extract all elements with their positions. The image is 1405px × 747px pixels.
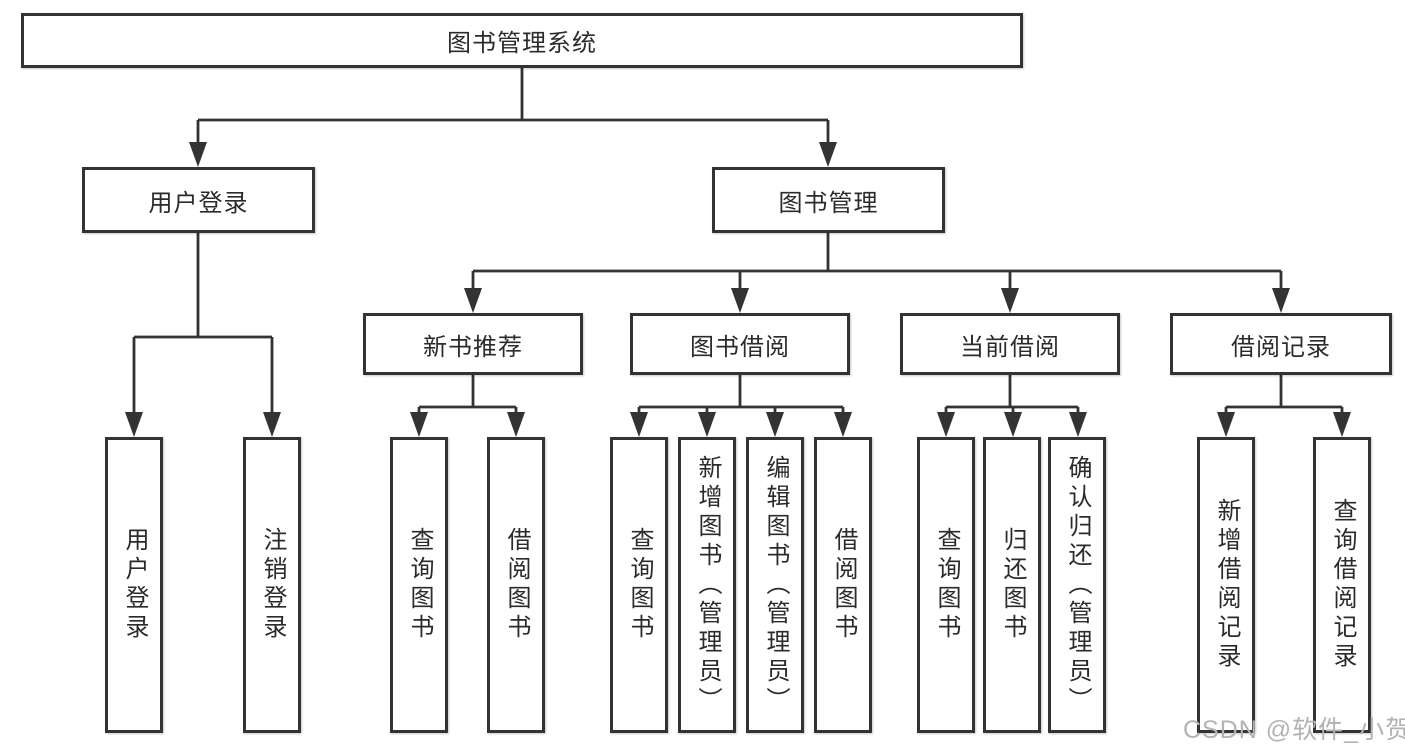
connector-borrow-records-children [1217, 375, 1351, 437]
arrowhead-down [1333, 412, 1351, 437]
arrowhead-down [1004, 412, 1022, 437]
arrowhead-down [1001, 288, 1019, 313]
connector-root-to-level2 [189, 68, 837, 167]
connector-book-management-children [464, 233, 1290, 313]
leaf-borrow-books: 借阅图书 [814, 437, 872, 733]
leaf-label: 借阅图书 [503, 527, 530, 643]
leaf-edit-book-admin: 编辑图书（管理员） [746, 437, 804, 733]
leaf-confirm-return-admin: 确认归还（管理员） [1048, 437, 1106, 733]
leaf-label: 借阅图书 [830, 527, 857, 643]
node-book-management: 图书管理 [712, 167, 945, 233]
arrowhead-down [937, 412, 955, 437]
leaf-label: 归还图书 [999, 527, 1026, 643]
arrowhead-down [507, 412, 525, 437]
arrowhead-down [1217, 412, 1235, 437]
arrowhead-down [819, 142, 837, 167]
leaf-add-borrow-record: 新增借阅记录 [1197, 437, 1255, 733]
arrowhead-down [698, 412, 716, 437]
arrowhead-down [410, 412, 428, 437]
arrowhead-down [834, 412, 852, 437]
leaf-label: 注销登录 [259, 527, 286, 643]
connector-current-borrow-children [937, 375, 1087, 437]
leaf-user-login: 用户登录 [105, 437, 163, 733]
leaf-query-books-recommend: 查询图书 [390, 437, 448, 733]
arrowhead-down [464, 288, 482, 313]
csdn-watermark: CSDN @软件_小贺同学 [1183, 716, 1405, 744]
leaf-logout: 注销登录 [243, 437, 301, 733]
arrowhead-down [630, 412, 648, 437]
leaf-label: 新增图书（管理员） [694, 454, 721, 716]
connector-book-borrow-children [630, 375, 852, 437]
node-borrow-records: 借阅记录 [1170, 313, 1392, 375]
arrowhead-down [1069, 412, 1087, 437]
leaf-label: 编辑图书（管理员） [762, 454, 789, 716]
leaf-label: 确认归还（管理员） [1064, 454, 1091, 716]
leaf-label: 查询图书 [626, 527, 653, 643]
leaf-add-book-admin: 新增图书（管理员） [678, 437, 736, 733]
connector-user-login-children [125, 233, 281, 437]
arrowhead-down [766, 412, 784, 437]
node-new-book-recommend: 新书推荐 [363, 313, 583, 375]
node-user-login: 用户登录 [82, 167, 315, 233]
leaf-query-books-borrow: 查询图书 [610, 437, 668, 733]
leaf-label: 用户登录 [121, 527, 148, 643]
leaf-label: 查询图书 [933, 527, 960, 643]
node-current-borrow: 当前借阅 [900, 313, 1120, 375]
leaf-label: 查询借阅记录 [1329, 498, 1356, 672]
leaf-label: 查询图书 [406, 527, 433, 643]
leaf-query-books-current: 查询图书 [917, 437, 975, 733]
arrowhead-down [263, 412, 281, 437]
leaf-query-borrow-record: 查询借阅记录 [1313, 437, 1371, 733]
arrowhead-down [731, 288, 749, 313]
leaf-label: 新增借阅记录 [1213, 498, 1240, 672]
connector-new-book-recommend-children [410, 375, 525, 437]
arrowhead-down [125, 412, 143, 437]
leaf-return-book: 归还图书 [983, 437, 1041, 733]
leaf-borrow-books-recommend: 借阅图书 [487, 437, 545, 733]
arrowhead-down [189, 142, 207, 167]
arrowhead-down [1272, 288, 1290, 313]
node-root-library-system: 图书管理系统 [21, 13, 1023, 68]
node-book-borrow: 图书借阅 [630, 313, 850, 375]
